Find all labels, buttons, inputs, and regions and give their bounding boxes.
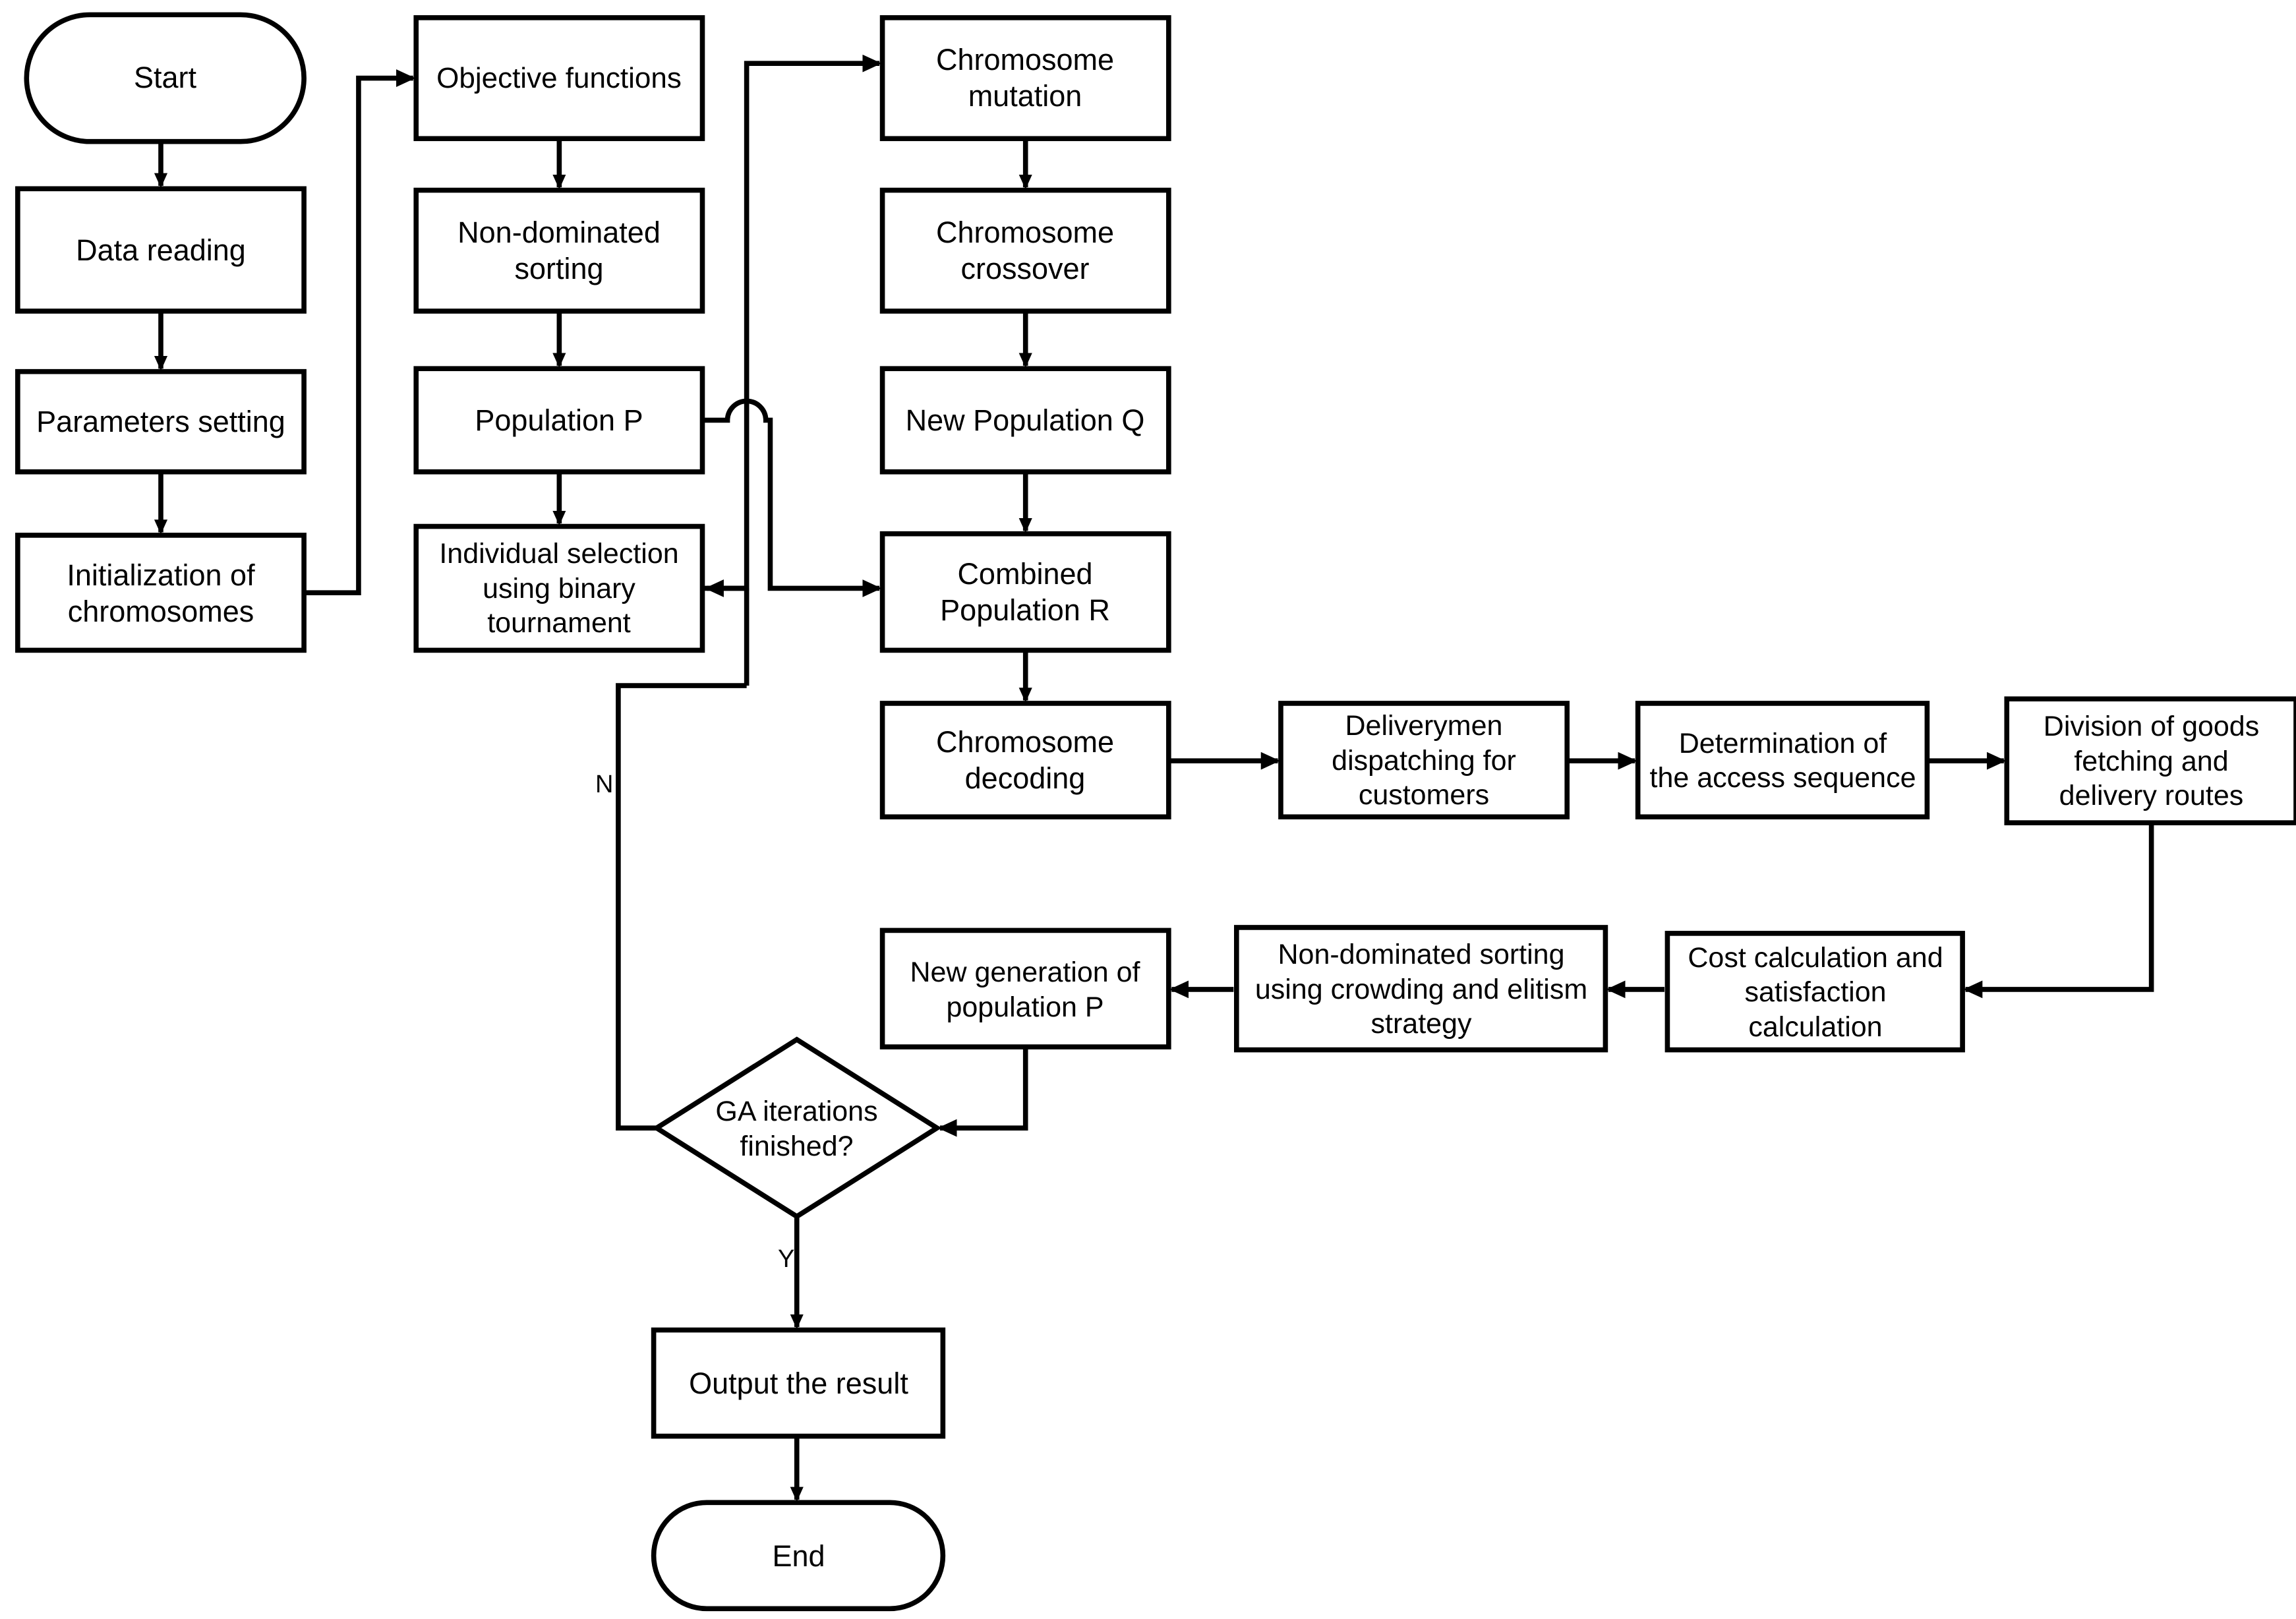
node-shape-chromosome-decoding — [879, 701, 1171, 819]
edge-ga-no-loop — [616, 683, 747, 1131]
node-shape-deliverymen-dispatching — [1278, 701, 1570, 819]
edge-division-to-cost — [1963, 823, 2154, 999]
node-shape-new-generation — [879, 927, 1171, 1049]
edge-new-generation-to-decision — [937, 1048, 1028, 1137]
node-shape-chromosome-mutation — [879, 15, 1171, 142]
node-shape-data-reading — [15, 186, 307, 314]
node-shape-parameters-setting — [15, 368, 307, 475]
node-shape-initialization — [15, 533, 307, 653]
node-shape-nds-crowding — [1234, 925, 1608, 1053]
node-shape-start — [24, 12, 307, 144]
node-shape-non-dominated-sorting — [413, 187, 705, 314]
node-shape-new-population-q — [879, 366, 1171, 475]
edge-label-branch-yes: Y — [778, 1245, 795, 1273]
node-shape-ga-decision — [651, 1036, 942, 1220]
node-shape-population-p — [413, 366, 705, 475]
edge-label-branch-no: N — [595, 771, 614, 798]
node-shape-output — [651, 1327, 946, 1439]
node-shape-individual-selection — [413, 523, 705, 653]
node-shape-objective-functions — [413, 15, 705, 142]
node-shape-end — [651, 1500, 946, 1612]
edge-individual-selection-to-mutation — [703, 54, 882, 591]
node-shape-chromosome-crossover — [879, 187, 1171, 314]
node-shape-division-of-goods — [2004, 696, 2296, 825]
node-shape-combined-population-r — [879, 531, 1171, 653]
node-shape-access-sequence — [1635, 701, 1930, 819]
edge-popp-to-combined-jump — [703, 398, 882, 597]
node-shape-cost-calculation — [1664, 931, 1965, 1053]
edge-init-to-objective — [304, 69, 416, 595]
